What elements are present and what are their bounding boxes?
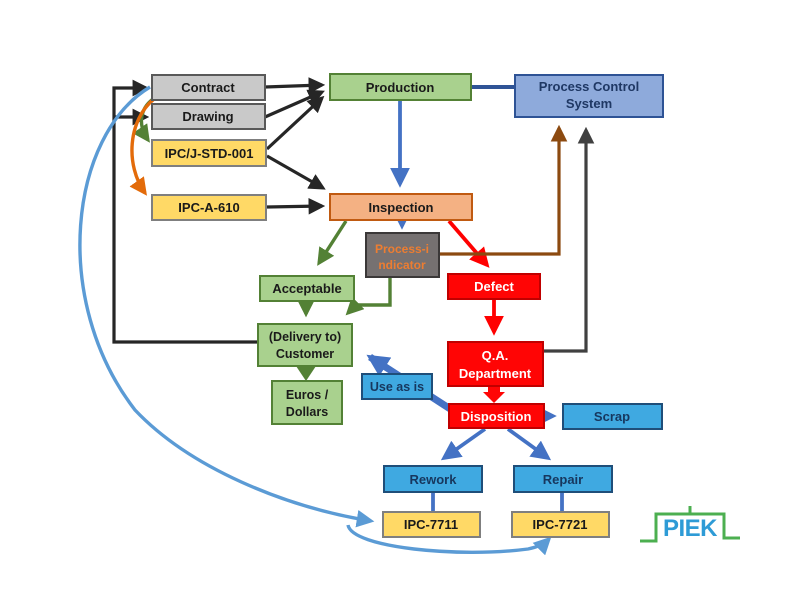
scrap-label: Scrap: [594, 409, 630, 424]
euros-dollars-box: [271, 380, 343, 425]
qa-department-label-line1: Q.A.: [482, 348, 509, 363]
node-customer: (Delivery to) Customer: [257, 323, 353, 367]
production-box: [329, 73, 472, 101]
node-defect: Defect: [447, 273, 541, 300]
euros-dollars-label-line2: Dollars: [286, 405, 328, 419]
node-scrap: Scrap: [562, 403, 663, 430]
node-qa-department: Q.A. Department: [447, 341, 544, 387]
use-as-is-box: [361, 373, 433, 400]
repair-box: [513, 465, 613, 493]
drawing-label: Drawing: [182, 109, 233, 124]
rework-box: [383, 465, 483, 493]
edge-inspection-to-acceptable: [317, 220, 348, 266]
process-control-system-box: [514, 74, 664, 118]
node-drawing: Drawing: [151, 103, 266, 130]
process-indicator-label-line1: Process-i: [375, 242, 429, 256]
piek-logo-text: PIEK: [663, 515, 718, 542]
ipc-7711-label: IPC-7711: [404, 517, 458, 532]
node-rework: Rework: [383, 465, 483, 493]
inspection-label: Inspection: [368, 200, 433, 215]
node-ipc-a-610: IPC-A-610: [151, 194, 267, 221]
edges-layer: [78, 77, 595, 556]
edge-customer-to-euros: [296, 366, 316, 381]
rework-label: Rework: [410, 472, 458, 487]
process-indicator-box: [365, 232, 440, 278]
edge-qa-to-disposition: [483, 392, 505, 403]
contract-label: Contract: [181, 80, 235, 95]
edge-disposition-to-rework: [440, 427, 487, 461]
node-ipc-7711: IPC-7711: [382, 511, 481, 538]
repair-label: Repair: [543, 472, 583, 487]
edge-contract-to-ipca610: [129, 97, 156, 196]
node-production: Production: [329, 73, 472, 101]
edge-ipc7711-to-ipc7721: [346, 524, 552, 556]
euros-dollars-label-line1: Euros /: [286, 388, 329, 402]
node-inspection: Inspection: [329, 193, 473, 221]
edge-processindicator-to-pcs: [440, 124, 568, 256]
process-indicator-label-line2: ndicator: [378, 258, 426, 272]
edge-qa-to-disposition-stem: [488, 386, 500, 394]
qa-department-label-line2: Department: [459, 366, 532, 381]
ipc-a-610-label: IPC-A-610: [178, 200, 239, 215]
ipc-7721-label: IPC-7721: [533, 517, 588, 532]
defect-box: [447, 273, 541, 300]
customer-label-line1: (Delivery to): [269, 330, 341, 344]
edge-customer-to-contract: [112, 79, 258, 344]
edge-contract-to-ipc7711: [78, 85, 375, 528]
ipc-7711-box: [382, 511, 481, 538]
edge-inspection-to-defect: [447, 219, 490, 268]
node-process-indicator: Process-i ndicator: [365, 232, 440, 278]
production-label: Production: [366, 80, 435, 95]
edge-disposition-to-repair: [506, 427, 552, 461]
process-control-system-label-line2: System: [566, 96, 612, 111]
acceptable-box: [259, 275, 355, 302]
ipc-a-610-box: [151, 194, 267, 221]
node-euros-dollars: Euros / Dollars: [271, 380, 343, 425]
edge-contract-to-production: [264, 77, 326, 94]
node-ipc-j-std-001: IPC/J-STD-001: [151, 139, 267, 167]
node-process-control-system: Process Control System: [514, 74, 664, 118]
inspection-box: [329, 193, 473, 221]
nodes-layer: Contract Drawing IPC/J-STD-001 IPC-A-610…: [151, 73, 664, 538]
ipc-j-std-001-label: IPC/J-STD-001: [165, 146, 254, 161]
defect-label: Defect: [474, 279, 514, 294]
acceptable-label: Acceptable: [272, 281, 341, 296]
node-ipc-7721: IPC-7721: [511, 511, 610, 538]
edge-ipca610-to-inspection: [266, 197, 326, 215]
contract-box: [151, 74, 266, 101]
edge-ipcjstd-to-production: [265, 95, 325, 151]
drawing-box: [151, 103, 266, 130]
process-control-system-label-line1: Process Control: [539, 79, 639, 94]
node-use-as-is: Use as is: [361, 373, 433, 400]
disposition-box: [448, 403, 545, 429]
piek-logo-pulse-icon: [640, 506, 740, 543]
node-contract: Contract: [151, 74, 266, 101]
node-disposition: Disposition: [448, 403, 545, 429]
edge-qa-to-pcs: [543, 126, 595, 353]
node-repair: Repair: [513, 465, 613, 493]
customer-label-line2: Customer: [276, 347, 334, 361]
ipc-j-std-001-box: [151, 139, 267, 167]
disposition-label: Disposition: [461, 409, 532, 424]
node-acceptable: Acceptable: [259, 275, 355, 302]
use-as-is-label: Use as is: [370, 380, 424, 394]
piek-logo: PIEK: [640, 506, 740, 543]
edge-processindicator-to-customer: [345, 278, 392, 316]
customer-box: [257, 323, 353, 367]
ipc-7721-box: [511, 511, 610, 538]
scrap-box: [562, 403, 663, 430]
edge-ipcjstd-to-inspection: [266, 154, 326, 190]
qa-department-box: [447, 341, 544, 387]
